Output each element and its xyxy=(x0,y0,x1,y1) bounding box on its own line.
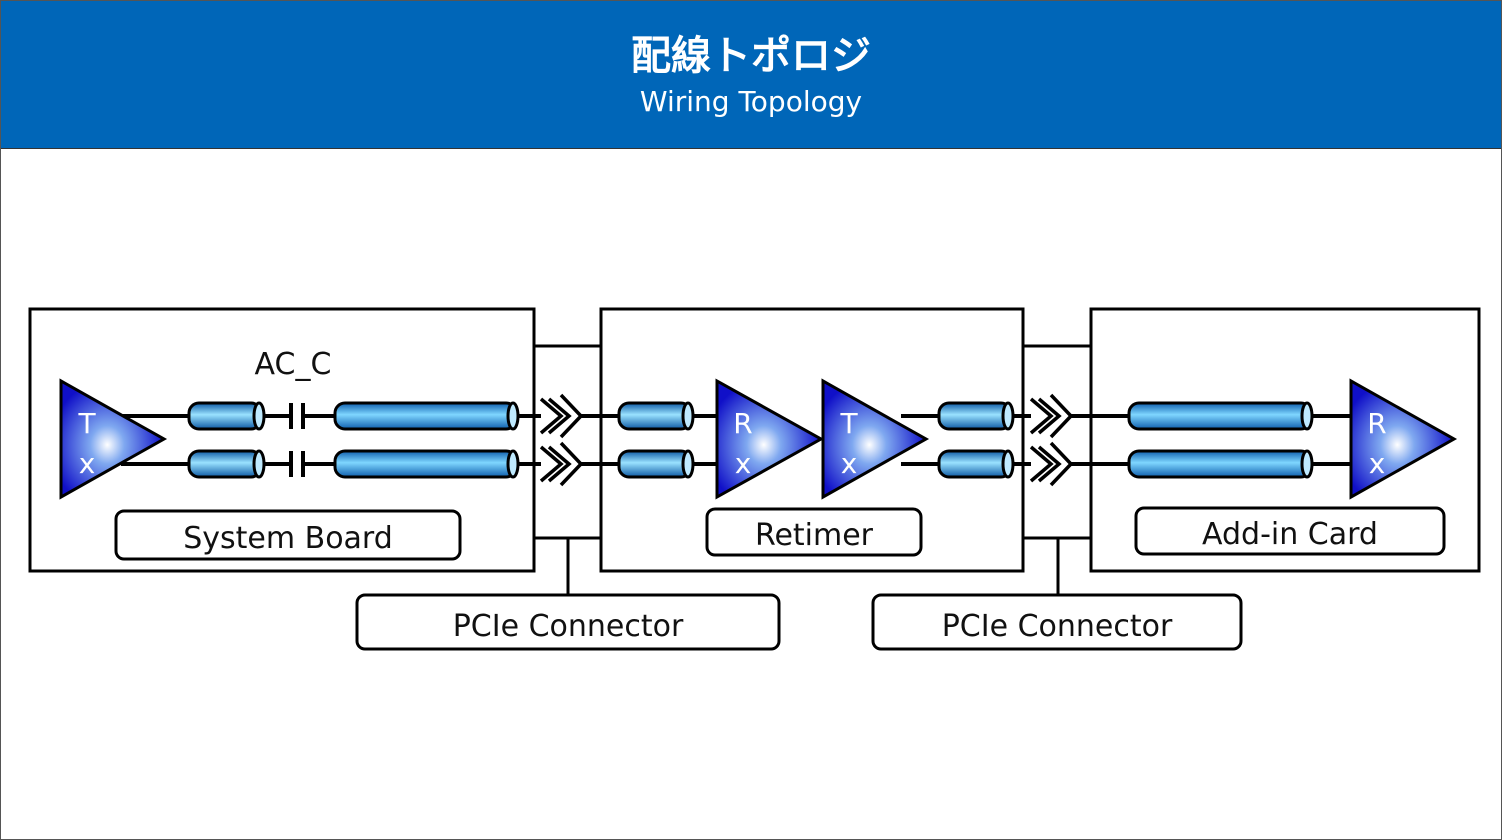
system-board-label-box: System Board xyxy=(114,509,462,561)
transmitter-label-line2: x xyxy=(79,447,96,480)
transmitter-label-line2: x xyxy=(841,447,858,480)
transmitter-icon: T x xyxy=(59,378,168,500)
add-in-card-label: Add-in Card xyxy=(1202,517,1378,552)
receiver-label-line2: x xyxy=(735,447,752,480)
receiver-label-line1: R xyxy=(733,407,752,440)
connector-housing-left xyxy=(534,344,601,595)
retimer-block xyxy=(599,307,1025,573)
retimer-label-box: Retimer xyxy=(705,507,923,557)
ac-coupling-capacitor xyxy=(289,403,305,477)
cable-segment xyxy=(1127,401,1313,431)
cable-segment xyxy=(187,401,263,431)
header-bar: 配線トポロジ Wiring Topology xyxy=(1,1,1501,149)
add-in-card-block xyxy=(1089,307,1481,573)
system-board-label: System Board xyxy=(183,521,393,556)
system-board-block xyxy=(28,307,536,573)
cables xyxy=(187,401,1314,479)
transmitter-label-line1: T xyxy=(839,407,858,440)
cable-segment xyxy=(333,449,518,479)
receiver-icon: R x xyxy=(1349,378,1458,500)
cable-segment xyxy=(617,449,693,479)
title-english: Wiring Topology xyxy=(639,85,863,118)
transmitter-icon: T x xyxy=(821,378,930,500)
title-japanese: 配線トポロジ xyxy=(631,33,871,79)
connector-chevrons-left xyxy=(539,393,584,487)
transmitter-label-line1: T xyxy=(77,407,96,440)
cable-segment xyxy=(187,449,263,479)
capacitor-label: AC_C xyxy=(255,347,332,382)
pcie-connector-label-box: PCIe Connector xyxy=(871,593,1243,651)
receiver-icon: R x xyxy=(715,378,825,500)
add-in-card-label-box: Add-in Card xyxy=(1134,506,1446,556)
receiver-label-line1: R xyxy=(1367,407,1386,440)
cable-segment xyxy=(333,401,518,431)
pcie-connector-label: PCIe Connector xyxy=(942,609,1173,644)
cable-segment xyxy=(937,401,1013,431)
receiver-label-line2: x xyxy=(1369,447,1386,480)
connector-chevrons-right xyxy=(1029,393,1074,487)
cable-segment xyxy=(937,449,1013,479)
retimer-label: Retimer xyxy=(755,518,874,553)
cable-segment xyxy=(617,401,693,431)
connector-housing-right xyxy=(1023,344,1091,595)
pcie-connector-label: PCIe Connector xyxy=(453,609,684,644)
pcie-connector-label-box: PCIe Connector xyxy=(355,593,781,651)
cable-segment xyxy=(1127,449,1313,479)
